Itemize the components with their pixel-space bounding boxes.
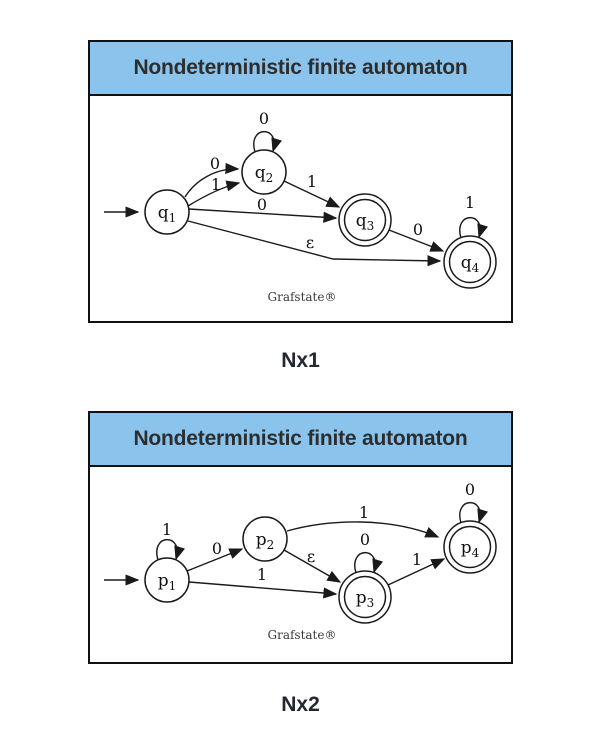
caption-nx1: Nx1 bbox=[281, 349, 320, 372]
automaton-card-nx1: Nondeterministic finite automaton bbox=[88, 40, 513, 323]
state-p3: p3 bbox=[338, 570, 392, 624]
state-circle bbox=[144, 189, 190, 235]
automaton-diagram-nx1: 0 1 0 1 0 ε 0 1 q1 q2 bbox=[90, 96, 511, 321]
transition-q3-q4-arrow bbox=[388, 229, 445, 252]
state-p1: p1 bbox=[144, 557, 190, 603]
state-p2: p2 bbox=[242, 516, 288, 562]
transition-p1-p2-arrow bbox=[186, 548, 244, 572]
state-label: p4 bbox=[461, 538, 480, 560]
nfa-canvas-nx1: 0 1 0 1 0 ε 0 1 q1 q2 bbox=[104, 109, 497, 304]
self-loop-q4-arrow bbox=[459, 216, 489, 239]
state-label: q1 bbox=[158, 203, 177, 225]
transition-label: 0 bbox=[212, 539, 222, 558]
state-circle-inner bbox=[343, 575, 387, 619]
transition-label: 0 bbox=[257, 195, 267, 214]
self-loop-p4-arrow bbox=[459, 501, 489, 524]
transition-label: 1 bbox=[465, 193, 475, 212]
transition-label: ε bbox=[307, 547, 315, 566]
transition-q1-q2-0-arrow bbox=[184, 162, 240, 198]
transition-label: 0 bbox=[210, 154, 220, 173]
transition-label: 1 bbox=[257, 565, 267, 584]
self-loop-p3-arrow bbox=[354, 551, 384, 574]
card-title: Nondeterministic finite automaton bbox=[133, 427, 468, 450]
transition-label: 0 bbox=[413, 220, 423, 239]
state-label: q2 bbox=[255, 163, 274, 185]
automaton-diagram-nx2: 1 0 1 ε 0 1 1 0 p1 p2 bbox=[90, 467, 511, 660]
transition-q1-q3-arrow bbox=[188, 208, 338, 223]
self-loop-p1-arrow bbox=[156, 538, 186, 561]
watermark: Grafstate® bbox=[268, 290, 337, 304]
card-header: Nondeterministic finite automaton bbox=[90, 413, 511, 467]
transition-label: 1 bbox=[359, 503, 369, 522]
automaton-card-nx2: Nondeterministic finite automaton bbox=[88, 411, 513, 664]
state-circle-inner bbox=[448, 525, 492, 569]
card-title: Nondeterministic finite automaton bbox=[133, 56, 468, 79]
transition-p3-p4-arrow bbox=[387, 558, 446, 586]
state-label: q3 bbox=[356, 211, 375, 233]
transition-q1-q4-arrow bbox=[187, 220, 442, 267]
transition-label: 1 bbox=[412, 550, 422, 569]
transition-p2-p4-arrow bbox=[286, 521, 440, 538]
state-label: p1 bbox=[158, 571, 177, 593]
state-circle bbox=[241, 149, 287, 195]
transition-p1-p3-arrow bbox=[188, 581, 338, 599]
watermark: Grafstate® bbox=[268, 628, 337, 642]
state-q2: q2 bbox=[241, 149, 287, 195]
state-q1: q1 bbox=[144, 189, 190, 235]
state-label: p2 bbox=[256, 530, 275, 552]
transition-label: 1 bbox=[162, 520, 172, 539]
state-circle bbox=[242, 516, 288, 562]
self-loop-q2-arrow bbox=[253, 130, 283, 153]
state-q4: q4 bbox=[443, 235, 497, 289]
transition-q2-q3-arrow bbox=[283, 180, 341, 208]
transition-label: 1 bbox=[211, 175, 221, 194]
state-circle-inner bbox=[343, 198, 387, 242]
transition-label: 0 bbox=[360, 530, 370, 549]
transition-label: ε bbox=[306, 233, 314, 252]
transition-label: 1 bbox=[307, 172, 317, 191]
caption-nx2: Nx2 bbox=[281, 693, 320, 716]
state-label: q4 bbox=[461, 253, 480, 275]
transition-label: 0 bbox=[259, 109, 269, 128]
state-p4: p4 bbox=[443, 520, 497, 574]
card-header: Nondeterministic finite automaton bbox=[90, 42, 511, 96]
transition-label: 0 bbox=[465, 480, 475, 499]
transition-p2-p3-arrow bbox=[283, 549, 342, 583]
state-q3: q3 bbox=[338, 193, 392, 247]
state-label: p3 bbox=[356, 588, 375, 610]
transition-q1-q2-1-arrow bbox=[187, 180, 241, 207]
state-circle bbox=[144, 557, 190, 603]
state-circle-inner bbox=[448, 240, 492, 284]
nfa-canvas-nx2: 1 0 1 ε 0 1 1 0 p1 p2 bbox=[104, 480, 497, 642]
